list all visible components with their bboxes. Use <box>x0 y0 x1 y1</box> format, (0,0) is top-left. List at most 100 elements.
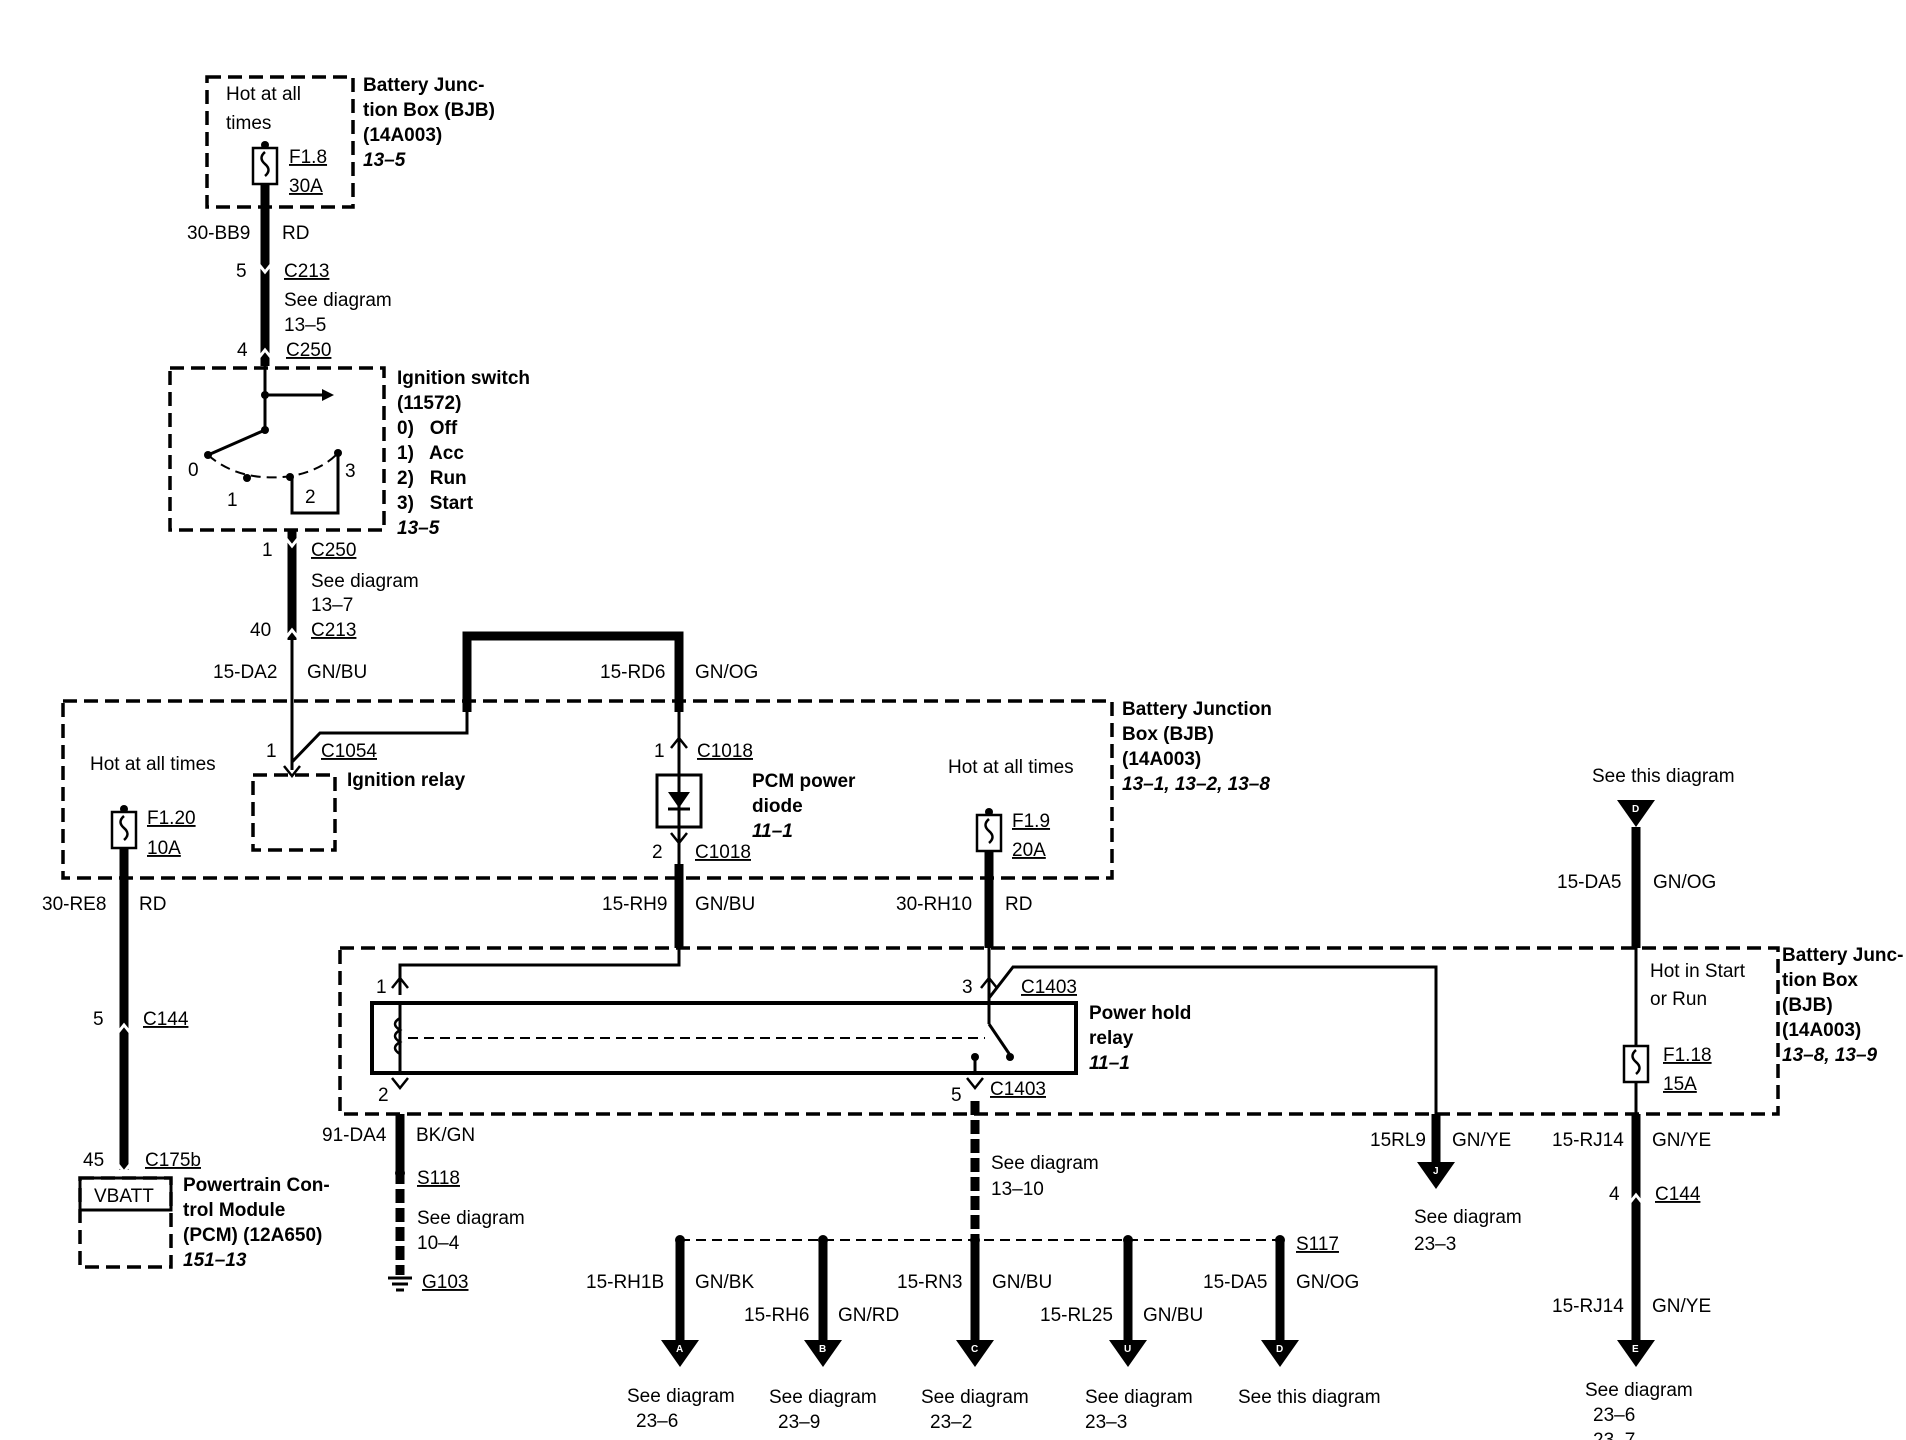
wire-15-da2-color: GN/BU <box>307 662 367 683</box>
c250-bottom-note-1: See diagram <box>311 571 419 592</box>
pcm-title-2: trol Module <box>183 1200 285 1221</box>
ignition-switch-title: Ignition switch <box>397 368 530 389</box>
wire-15-rd6 <box>462 631 684 712</box>
connector-j-see-1: See diagram <box>1414 1207 1522 1228</box>
bjb-right-title-2: tion Box <box>1782 970 1858 991</box>
wire-15-rd6-color: GN/OG <box>695 662 758 683</box>
ignition-switch-ref: 13–5 <box>397 518 440 539</box>
ignition-pos-3-label: 3 <box>345 461 356 482</box>
bjb-top-ref: 13–5 <box>363 150 406 171</box>
bjb-mid-title-2: Box (BJB) <box>1122 724 1214 745</box>
connector-e-see-2: 23–6 <box>1593 1405 1635 1426</box>
branch-u-see-2: 23–3 <box>1085 1412 1127 1433</box>
c213-bottom-name: C213 <box>311 620 356 641</box>
connector-e-letter: E <box>1632 1344 1639 1355</box>
connector-j: J <box>1417 1162 1455 1189</box>
pcm-diode-ref: 11–1 <box>752 821 793 842</box>
wire-15rl9-circuit: 15RL9 <box>1370 1130 1426 1151</box>
fuse-f1-9-rating: 20A <box>1012 840 1046 861</box>
branch-b-color: GN/RD <box>838 1305 899 1326</box>
connector-d-top: D <box>1617 800 1655 827</box>
branch-u-see-1: See diagram <box>1085 1387 1193 1408</box>
bjb-mid-box: Battery Junction Box (BJB) (14A003) 13–1… <box>61 699 1272 880</box>
branch-c-color: GN/BU <box>992 1272 1052 1293</box>
wire-15-rj14-bottom-circuit: 15-RJ14 <box>1552 1296 1624 1317</box>
connector-d-bottom-letter: D <box>1276 1344 1283 1355</box>
ignition-switch: 0 1 2 3 Ignition switch (11572) 0) Off 1… <box>168 366 530 539</box>
wire-15-rj14-top-color: GN/YE <box>1652 1130 1711 1151</box>
ignition-pos-0-label: 0 <box>188 460 199 481</box>
connector-c-letter: C <box>971 1344 978 1355</box>
wire-15-da5-right-color: GN/OG <box>1653 872 1716 893</box>
pcm-diode-label-1: PCM power <box>752 771 856 792</box>
c250-bottom-pin: 1 <box>262 540 273 561</box>
ignition-relay-label: Ignition relay <box>347 770 466 791</box>
fuse-f1-8-id: F1.8 <box>289 147 327 168</box>
connector-c213-bottom: 40 C213 <box>250 620 356 641</box>
bjb-mid-title-3: (14A003) <box>1122 749 1201 770</box>
fuse-f1-18-rating: 15A <box>1663 1074 1697 1095</box>
bjb-right-title-4: (14A003) <box>1782 1020 1861 1041</box>
connector-b: B <box>804 1340 842 1367</box>
bjb-right-hot-1: Hot in Start <box>1650 961 1746 982</box>
wire-30-re8-color: RD <box>139 894 166 915</box>
bjb-right-title-3: (BJB) <box>1782 995 1833 1016</box>
pcm-title-1: Powertrain Con- <box>183 1175 330 1196</box>
bjb-right-title-1: Battery Junc- <box>1782 945 1903 966</box>
connector-e-see-1: See diagram <box>1585 1380 1693 1401</box>
wire-15-rh9-circuit: 15-RH9 <box>602 894 667 915</box>
power-hold-relay: 1 3 C1403 2 5 C1403 Power hold relay 11–… <box>370 948 1438 1160</box>
c250-top-pin: 4 <box>237 340 248 361</box>
bjb-top-title-3: (14A003) <box>363 125 442 146</box>
wire-30-rh10-circuit: 30-RH10 <box>896 894 972 915</box>
wire-30-bb9-circuit: 30-BB9 <box>187 223 250 244</box>
branch-d-see-1: See this diagram <box>1238 1387 1381 1408</box>
connector-d-bottom: D <box>1261 1340 1299 1367</box>
fuse-f1-9 <box>975 808 1003 853</box>
s117-name: S117 <box>1296 1234 1339 1255</box>
splice-s118 <box>395 1168 405 1178</box>
connector-c213-top: 5 C213 See diagram 13–5 <box>236 261 392 336</box>
branch-u-circuit: 15-RL25 <box>1040 1305 1113 1326</box>
power-hold-ref: 11–1 <box>1089 1053 1130 1074</box>
bjb-top-box: Hot at all times F1.8 30A Battery Junc- … <box>205 75 495 209</box>
connector-c250-bottom: 1 C250 See diagram 13–7 <box>262 535 419 616</box>
wire-30-bb9-color: RD <box>282 223 309 244</box>
branch-c-see-1: See diagram <box>921 1387 1029 1408</box>
wire-30-rh10-color: RD <box>1005 894 1032 915</box>
c250-bottom-name: C250 <box>311 540 356 561</box>
ignition-pos-3: 3) Start <box>397 493 474 514</box>
fuse-f1-18-id: F1.18 <box>1663 1045 1712 1066</box>
wire-15-rj14-bottom-color: GN/YE <box>1652 1296 1711 1317</box>
connector-u: U <box>1109 1340 1147 1367</box>
branch-a-see-1: See diagram <box>627 1386 735 1407</box>
pin5-note-2: 13–10 <box>991 1179 1044 1200</box>
c1018-top-name: C1018 <box>697 741 753 762</box>
connector-d-top-letter: D <box>1632 804 1639 815</box>
fuse-f1-20-rating: 10A <box>147 838 181 859</box>
fuse-f1-9-id: F1.9 <box>1012 811 1050 832</box>
branch-c-see-2: 23–2 <box>930 1412 972 1433</box>
power-hold-pin-2: 2 <box>378 1085 389 1106</box>
pin5-note-1: See diagram <box>991 1153 1099 1174</box>
branch-u-color: GN/BU <box>1143 1305 1203 1326</box>
power-hold-c1403-bottom: C1403 <box>990 1079 1046 1100</box>
fuse-f1-8-rating: 30A <box>289 176 323 197</box>
connector-u-letter: U <box>1124 1344 1131 1355</box>
c213-top-name: C213 <box>284 261 329 282</box>
c213-top-note-1: See diagram <box>284 290 392 311</box>
bjb-top-title-2: tion Box (BJB) <box>363 100 495 121</box>
bjb-top-hot-2: times <box>226 113 271 134</box>
g103-name: G103 <box>422 1272 468 1293</box>
power-hold-pin-3: 3 <box>962 977 973 998</box>
connector-e: E <box>1617 1340 1655 1367</box>
c1054-name: C1054 <box>321 741 377 762</box>
ground-g103-icon <box>388 1276 412 1292</box>
c250-top-name: C250 <box>286 340 331 361</box>
c1018-top-pin: 1 <box>654 741 665 762</box>
connector-c250-top: 4 C250 <box>237 340 331 361</box>
branch-c-circuit: 15-RN3 <box>897 1272 962 1293</box>
s118-note-1: See diagram <box>417 1208 525 1229</box>
c144-right-pin: 4 <box>1609 1184 1620 1205</box>
